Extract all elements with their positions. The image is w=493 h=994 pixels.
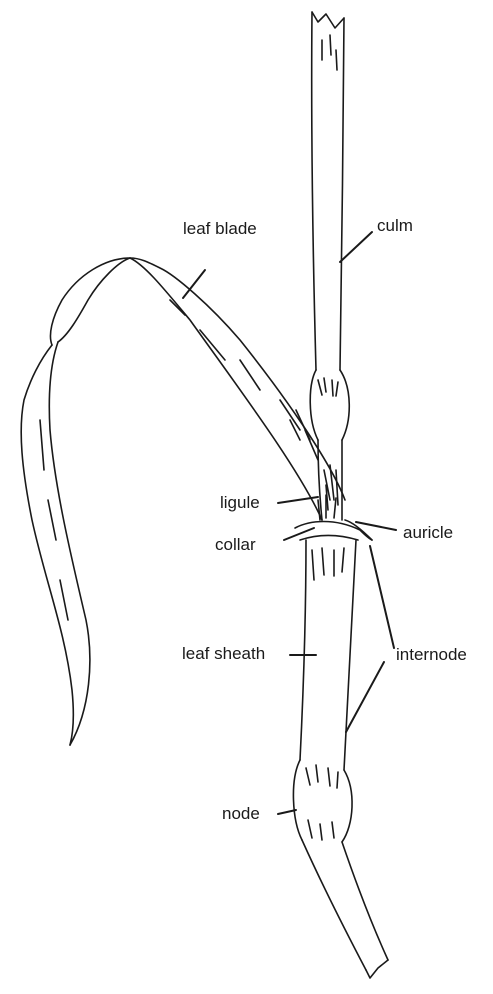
leader-lines xyxy=(183,232,396,814)
culm-lower-segment xyxy=(318,440,342,520)
label-collar: collar xyxy=(215,535,256,555)
label-auricle: auricle xyxy=(403,523,453,543)
culm-stem xyxy=(312,12,344,370)
label-culm: culm xyxy=(377,216,413,236)
stem-base xyxy=(302,840,388,978)
leaf-blade xyxy=(21,258,345,745)
label-ligule: ligule xyxy=(220,493,260,513)
label-leaf-blade: leaf blade xyxy=(183,219,257,239)
collar-region xyxy=(295,495,372,540)
lower-node xyxy=(293,760,352,842)
label-node: node xyxy=(222,804,260,824)
upper-node xyxy=(310,370,349,440)
label-internode: internode xyxy=(396,645,467,665)
label-leaf-sheath: leaf sheath xyxy=(182,644,265,664)
